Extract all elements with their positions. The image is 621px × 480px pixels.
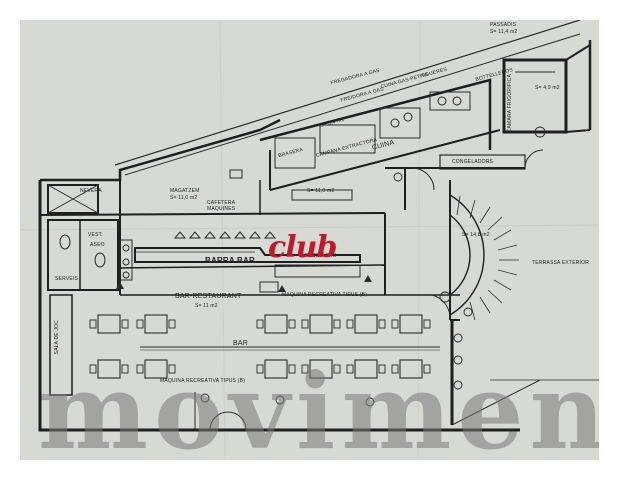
label-cafetera: CAFETERA <box>207 200 236 206</box>
label-camara-area: S= 4,9 m2 <box>535 85 560 91</box>
label-area-44: S= 11,0 m2 <box>307 188 335 194</box>
label-bar-restaurant-area: S= 11 m2 <box>195 303 218 309</box>
label-maquina-bottom: MAQUINA RECREATIVA TIPUS (B) <box>160 378 246 384</box>
label-botellero: BOTELLERO <box>305 253 337 259</box>
label-neveras: NEVERA <box>80 188 102 194</box>
label-maquina-recreativa: MAQUINA RECREATIVA TIPUS (B) <box>282 292 368 298</box>
label-vest: VEST. <box>88 232 103 238</box>
label-escala-area: S= 14,8 m2 <box>462 232 490 238</box>
floor-plan-paper: PASSADIS S= 11,4 m2 CAMARA FRIGORIFICA S… <box>20 20 599 460</box>
club-logo: club <box>268 230 337 265</box>
label-barra-bar: BARRA BAR <box>205 256 255 265</box>
label-terrassa: TERRASSA EXTERIOR <box>532 260 590 266</box>
label-serveis: SERVEIS <box>55 276 78 282</box>
label-camara-frigorifica: CAMARA FRIGORIFICA <box>507 74 513 133</box>
label-lavabo: ASEO <box>90 242 105 248</box>
label-congeladores: CONGELADORS <box>452 159 494 165</box>
label-passadis: PASSADIS <box>490 22 517 28</box>
watermark-text: moviment.0 <box>38 350 599 460</box>
label-bar: BAR <box>233 340 248 347</box>
label-magatzem: MAGATZEM <box>170 188 200 194</box>
label-passadis-area: S= 11,4 m2 <box>490 29 518 35</box>
floor-plan-drawing <box>20 20 599 460</box>
label-bar-restaurant: BAR-RESTAURANT <box>175 293 242 300</box>
label-magatzem-area: S= 11,0 m2 <box>170 195 198 201</box>
label-maquines: MAQUINES <box>207 206 236 212</box>
